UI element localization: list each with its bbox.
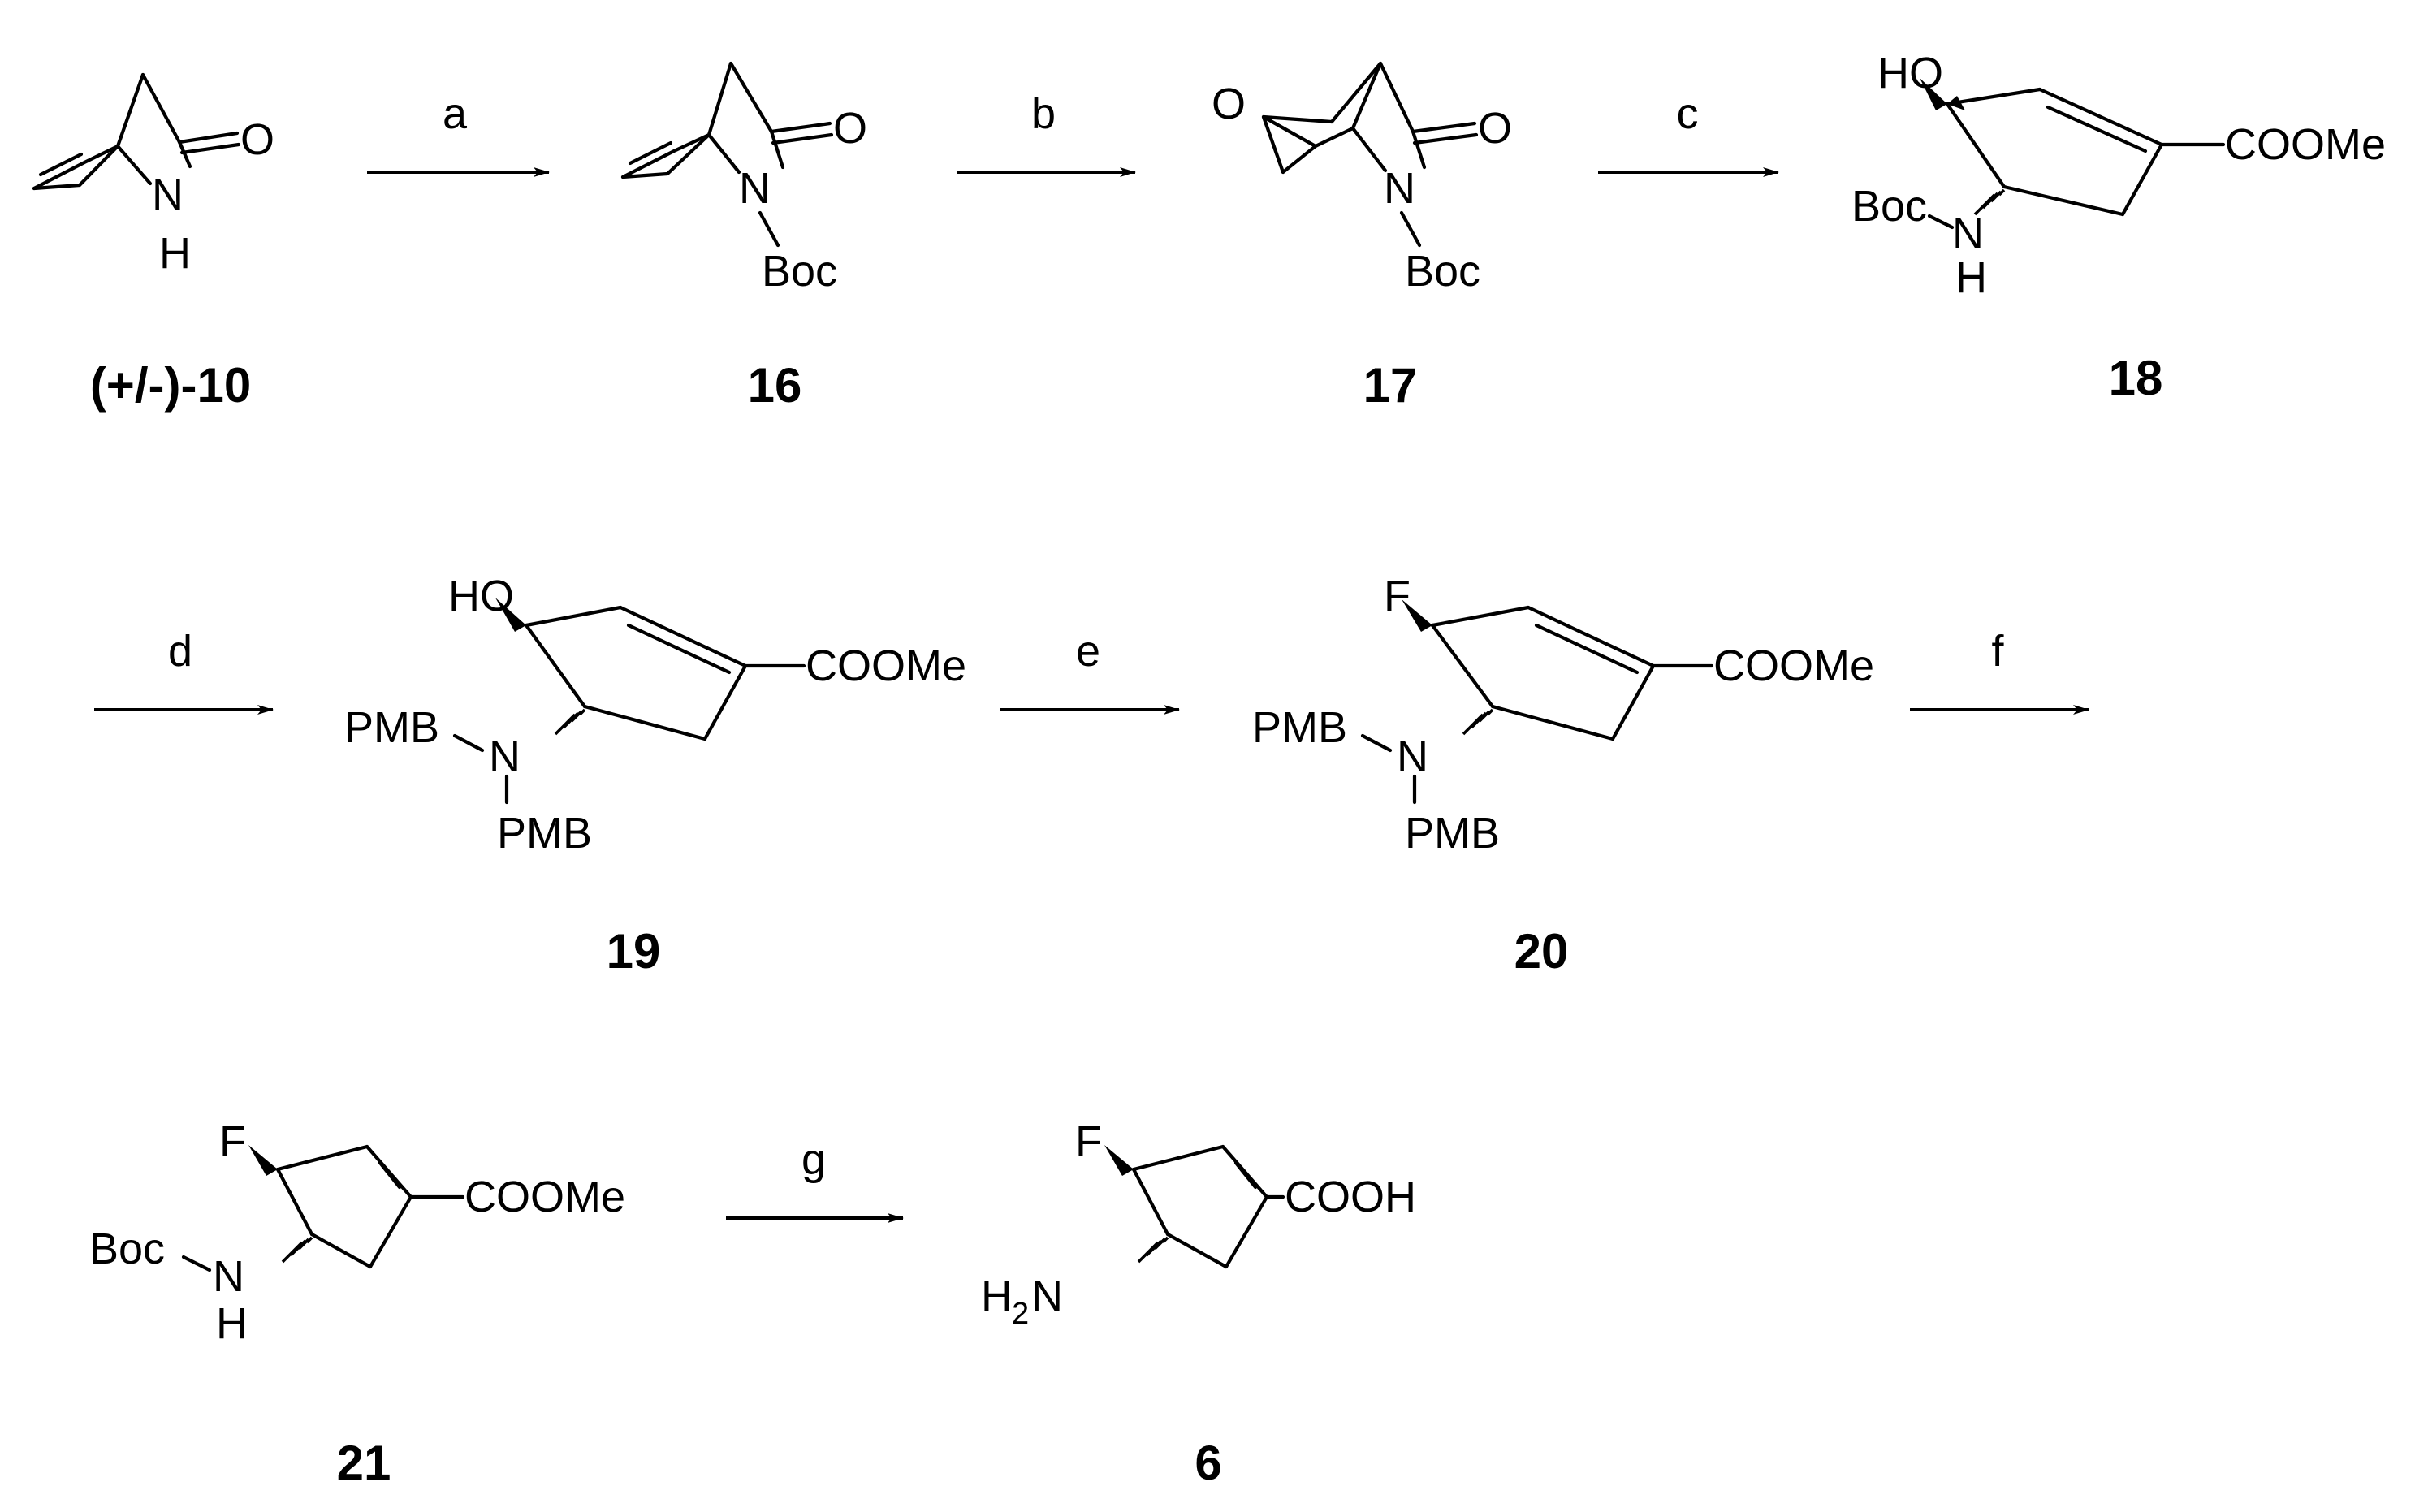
- pmb-label: PMB: [344, 703, 439, 752]
- hydroxyl-label: HO: [448, 572, 514, 620]
- hashed-wedge: [1973, 188, 2006, 216]
- compound-id: 19: [607, 924, 661, 978]
- oxygen-label: O: [240, 115, 274, 164]
- ester-label: COOMe: [464, 1173, 625, 1221]
- compound-id: 20: [1514, 924, 1569, 978]
- oxygen-label: O: [1478, 104, 1512, 153]
- compound-19: HO COOMe PMB N PMB 19: [344, 572, 966, 978]
- ester-label: COOMe: [1713, 642, 1874, 690]
- step-label: c: [1677, 89, 1699, 138]
- epoxide-oxygen-label: O: [1212, 80, 1246, 128]
- hydroxyl-label: HO: [1877, 49, 1943, 97]
- nitrogen-label: N: [1397, 732, 1428, 781]
- arrow-b: b: [957, 89, 1136, 177]
- nitrogen-label: N: [1952, 210, 1984, 258]
- hashed-wedge: [281, 1236, 313, 1264]
- arrow-c: c: [1598, 89, 1779, 177]
- fluorine-label: F: [1384, 572, 1411, 620]
- compound-id: 17: [1363, 358, 1418, 413]
- compound-10: O N H (+/-)-10: [32, 72, 274, 413]
- nitrogen-label: N: [152, 171, 184, 219]
- step-label: b: [1031, 89, 1056, 138]
- nitrogen-label: N: [213, 1252, 244, 1301]
- amine-nitrogen-label: N: [1031, 1272, 1063, 1320]
- compound-20: F COOMe PMB N PMB 20: [1252, 572, 1874, 978]
- step-label: f: [1991, 627, 2004, 676]
- hydrogen-label: H: [216, 1299, 248, 1348]
- amine-subscript: 2: [1012, 1297, 1029, 1331]
- compound-18: HO COOMe Boc N H 18: [1851, 49, 2386, 405]
- nitrogen-label: N: [739, 164, 771, 213]
- nitrogen-label: N: [1384, 164, 1415, 213]
- fluorine-label: F: [1075, 1117, 1102, 1166]
- compound-id: 21: [337, 1436, 391, 1490]
- hashed-wedge: [554, 708, 586, 736]
- pmb-label: PMB: [1252, 703, 1347, 752]
- compound-21: F COOMe Boc N H 21: [89, 1117, 625, 1490]
- ester-label: COOMe: [806, 642, 966, 690]
- pmb-label: PMB: [1405, 809, 1500, 858]
- acid-label: COOH: [1285, 1173, 1416, 1221]
- arrow-f: f: [1910, 627, 2089, 715]
- ester-label: COOMe: [2225, 120, 2386, 169]
- arrow-e: e: [1000, 627, 1180, 715]
- compound-id: 18: [2109, 351, 2163, 405]
- fluorine-label: F: [219, 1117, 246, 1166]
- nitrogen-label: N: [489, 732, 521, 781]
- hydrogen-label: H: [159, 229, 191, 278]
- pmb-label: PMB: [497, 809, 592, 858]
- compound-id: 16: [748, 358, 802, 413]
- compound-16: O N Boc 16: [620, 61, 867, 413]
- boc-label: Boc: [89, 1225, 165, 1273]
- compound-17: O O N Boc 17: [1212, 61, 1512, 413]
- arrow-a: a: [367, 89, 550, 177]
- hashed-wedge: [1462, 708, 1494, 736]
- amine-h-label: H: [981, 1272, 1013, 1320]
- oxygen-label: O: [833, 104, 867, 153]
- hashed-wedge: [1137, 1236, 1169, 1264]
- boc-label: Boc: [1851, 182, 1927, 231]
- compound-id: (+/-)-10: [90, 358, 251, 413]
- step-label: d: [168, 627, 192, 676]
- step-label: a: [443, 89, 468, 138]
- compound-6: F COOH H 2 N 6: [981, 1117, 1416, 1490]
- compound-id: 6: [1195, 1436, 1221, 1490]
- boc-label: Boc: [762, 247, 837, 296]
- arrow-d: d: [94, 627, 274, 715]
- step-label: e: [1076, 627, 1100, 676]
- boc-label: Boc: [1405, 247, 1480, 296]
- hydrogen-label: H: [1955, 253, 1987, 302]
- arrow-g: g: [726, 1135, 904, 1223]
- step-label: g: [801, 1135, 826, 1184]
